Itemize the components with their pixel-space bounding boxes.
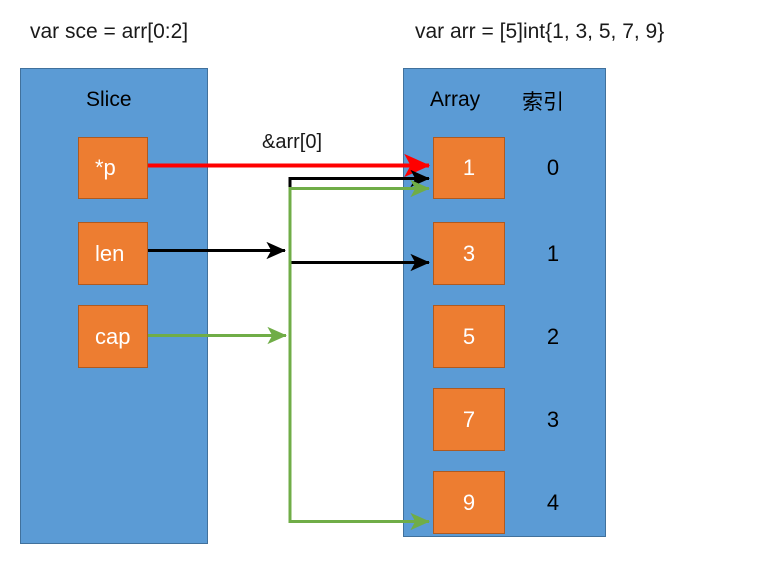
len-bracket-black bbox=[288, 177, 408, 264]
array-cell-3: 7 bbox=[433, 388, 505, 451]
index-column-label: 索引 bbox=[522, 90, 564, 114]
array-declaration-title: var arr = [5]int{1, 3, 5, 7, 9} bbox=[415, 20, 665, 43]
slice-declaration-title: var sce = arr[0:2] bbox=[30, 20, 189, 43]
array-index-4: 4 bbox=[546, 490, 560, 515]
array-cell-2-value: 5 bbox=[462, 323, 476, 349]
array-cell-4-value: 9 bbox=[462, 489, 476, 515]
slice-field-capacity: cap bbox=[78, 305, 148, 368]
array-index-0: 0 bbox=[546, 155, 560, 180]
array-cell-4: 9 bbox=[433, 471, 505, 534]
pointer-target-annotation: &arr[0] bbox=[262, 131, 323, 153]
slice-field-capacity-label: cap bbox=[95, 323, 131, 349]
slice-field-pointer: *p bbox=[78, 137, 148, 199]
array-index-3: 3 bbox=[546, 407, 560, 432]
slice-field-pointer-label: *p bbox=[95, 155, 116, 180]
array-cell-0-value: 1 bbox=[462, 155, 476, 180]
slice-field-length-label: len bbox=[95, 240, 125, 266]
array-index-2: 2 bbox=[546, 324, 560, 349]
array-cell-2: 5 bbox=[433, 305, 505, 368]
slice-panel-label: Slice bbox=[86, 88, 132, 111]
array-panel-label: Array bbox=[430, 88, 481, 111]
array-index-1: 1 bbox=[546, 241, 560, 266]
cap-bracket-green bbox=[288, 187, 408, 523]
array-cell-1-value: 3 bbox=[462, 240, 476, 266]
array-cell-1: 3 bbox=[433, 222, 505, 285]
slice-field-length: len bbox=[78, 222, 148, 285]
array-cell-0: 1 bbox=[433, 137, 505, 199]
array-cell-3-value: 7 bbox=[462, 406, 476, 432]
